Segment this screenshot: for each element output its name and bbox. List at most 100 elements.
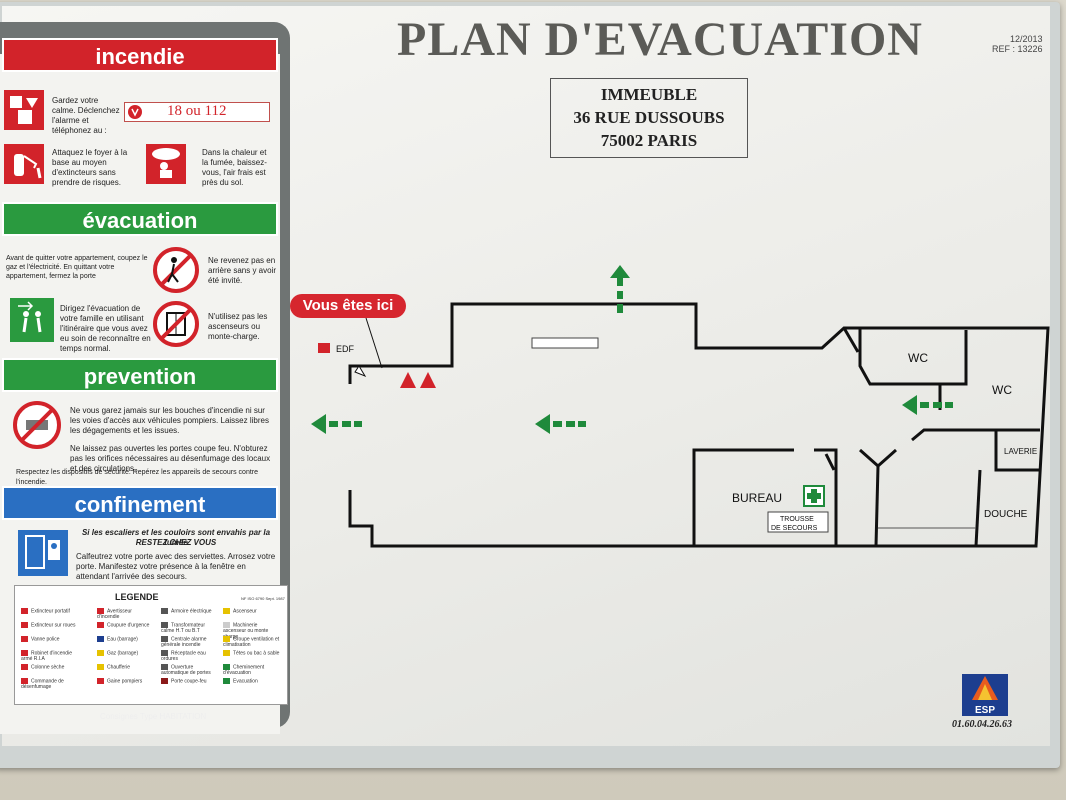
legend-item-label: Colonne sèche <box>31 664 65 671</box>
room-laverie: LAVERIE <box>1004 447 1037 456</box>
inner-wall <box>874 465 880 547</box>
legend-item: Gaine pompiers <box>97 678 155 684</box>
legend-item: Commande de désenfumage <box>21 678 79 690</box>
legend-item-label: Vanne police <box>31 636 60 643</box>
confinement-text-3: Calfeutrez votre porte avec des serviett… <box>76 552 276 581</box>
trousse-label-1: TROUSSE <box>780 516 814 523</box>
incendie-text-2: Attaquez le foyer à la base au moyen d'e… <box>52 148 128 187</box>
extinguisher-marker-1 <box>400 372 416 388</box>
first-aid-kit-box <box>767 511 829 533</box>
evacuation-text-1: Avant de quitter votre appartement, coup… <box>6 255 148 280</box>
extinguisher-icon <box>4 144 44 184</box>
consignes-label: Consignes Type HABITATION <box>100 712 207 721</box>
confinement-text-2: RESTEZ CHEZ VOUS <box>135 538 217 547</box>
legend-item-label: Gaz (barrage) <box>107 650 139 657</box>
emergency-phone-box: 18 ou 112 <box>124 102 270 122</box>
trousse-label-2: DE SECOURS <box>771 525 818 532</box>
legend-item-icon <box>21 664 28 670</box>
legend-item-icon <box>161 678 168 684</box>
legend-item: Colonne sèche <box>21 664 79 670</box>
legend-item-label: Ascenseur <box>233 608 257 615</box>
legend-item: Armoire électrique <box>161 608 219 614</box>
room-wc-1: WC <box>908 351 928 365</box>
legend-item-icon <box>223 650 230 656</box>
legend-item-label: Réceptacle eau ordures <box>161 650 206 663</box>
incendie-text-1: Gardez votre calme. Déclenchez l'alarme … <box>52 96 120 135</box>
legend-item-label: Robinet d'incendie armé R.I.A <box>21 650 72 663</box>
legend-item: Eau (barrage) <box>97 636 155 642</box>
legend-item-label: Cheminement d'évacuation <box>223 664 265 677</box>
legend-item-icon <box>97 608 104 614</box>
legend-title: LEGENDE <box>115 592 159 602</box>
legend-item-label: Eau (barrage) <box>107 636 138 643</box>
exit-arrows <box>311 265 953 434</box>
evacuation-text-3: Dirigez l'évacuation de votre famille en… <box>60 304 151 353</box>
address-line-3: 75002 PARIS <box>600 131 698 150</box>
exit-arrow-up <box>610 265 630 313</box>
edf-cabinet-marker <box>318 343 330 353</box>
legend-item-label: Machinerie ascenseur ou monte charge <box>223 622 269 641</box>
legend-item: Ouverture automatique de portes <box>161 664 219 676</box>
reference-date: 12/2013 <box>1009 34 1043 44</box>
legend-item: Chaufferie <box>97 664 155 670</box>
legend-item: Cheminement d'évacuation <box>223 664 281 676</box>
legend-item-icon <box>21 678 28 684</box>
prevention-header: prevention <box>2 358 278 392</box>
legend-item-icon <box>97 622 104 628</box>
legend-item-label: Extincteur portatif <box>31 608 70 615</box>
family-exit-icon <box>10 298 54 342</box>
legend-item-label: Extincteur sur roues <box>31 622 76 629</box>
building-address: IMMEUBLE 36 RUE DUSSOUBS 75002 PARIS <box>550 78 748 158</box>
sealed-door-icon <box>18 530 68 576</box>
legend-item: Evacuation <box>223 678 281 684</box>
esp-logo: ESP <box>962 674 1008 716</box>
extinguisher-marker-2 <box>420 372 436 388</box>
emergency-phone-number: 18 ou 112 <box>167 103 227 119</box>
legend-item: Extincteur portatif <box>21 608 79 614</box>
legend-item-icon <box>223 636 230 642</box>
legend-item-icon <box>161 636 168 642</box>
legend-item: Ascenseur <box>223 608 281 614</box>
legend-item: Machinerie ascenseur ou monte charge <box>223 622 281 640</box>
bureau-wall-right <box>814 448 838 546</box>
legend-item-label: Gaine pompiers <box>107 678 143 685</box>
reference-code: REF : 13226 <box>992 44 1043 54</box>
room-wc-2: WC <box>992 383 1012 397</box>
legend-item: Porte coupe-feu <box>161 678 219 684</box>
bureau-door <box>824 453 836 471</box>
legend-item: Tétes ou bac à sable <box>223 650 281 656</box>
bureau-wall-top <box>692 448 794 546</box>
legend-item-label: Transformateur calme H.T ou B.T <box>161 622 205 635</box>
fork-wall <box>859 448 897 469</box>
prevention-text-3: Respectez les dispositifs de sécurité. R… <box>16 469 259 486</box>
exit-arrow-left-3 <box>902 395 953 415</box>
legend-item-icon <box>223 678 230 684</box>
legend-item-label: Evacuation <box>233 678 258 685</box>
legend-item-icon <box>161 608 168 614</box>
legend-item: Gaz (barrage) <box>97 650 155 656</box>
legend-item-icon <box>21 622 28 628</box>
legend-item-icon <box>21 636 28 642</box>
wall-segment <box>842 327 860 353</box>
legend-item-icon <box>223 622 230 628</box>
door-marker <box>354 365 367 378</box>
alarm-button-icon <box>4 90 44 130</box>
legend-item-icon <box>161 650 168 656</box>
reference-block: 12/2013 REF : 13226 <box>992 34 1043 54</box>
legend-item-label: Centrale alarme générale incendie <box>161 636 207 649</box>
outer-wall <box>348 302 1050 548</box>
legend-item-label: Coupure d'urgence <box>107 622 150 629</box>
legend-item-label: Groupe ventilation et climatisation <box>223 636 280 649</box>
legend-item-icon <box>223 664 230 670</box>
wc1-wall <box>858 328 968 386</box>
confinement-header: confinement <box>2 486 278 520</box>
evacuation-text-2: Ne revenez pas en arrière sans y avoir é… <box>208 256 277 285</box>
prevention-text-2: Ne laissez pas ouvertes les portes coupe… <box>70 444 271 473</box>
prevention-text-1: Ne vous garez jamais sur les bouches d'i… <box>70 406 269 435</box>
room-douche: DOUCHE <box>984 509 1028 520</box>
legend-item-icon <box>97 650 104 656</box>
legend-item-icon <box>97 664 104 670</box>
legend-item-icon <box>97 636 104 642</box>
legend-item-icon <box>21 608 28 614</box>
incendie-header: incendie <box>2 38 278 72</box>
